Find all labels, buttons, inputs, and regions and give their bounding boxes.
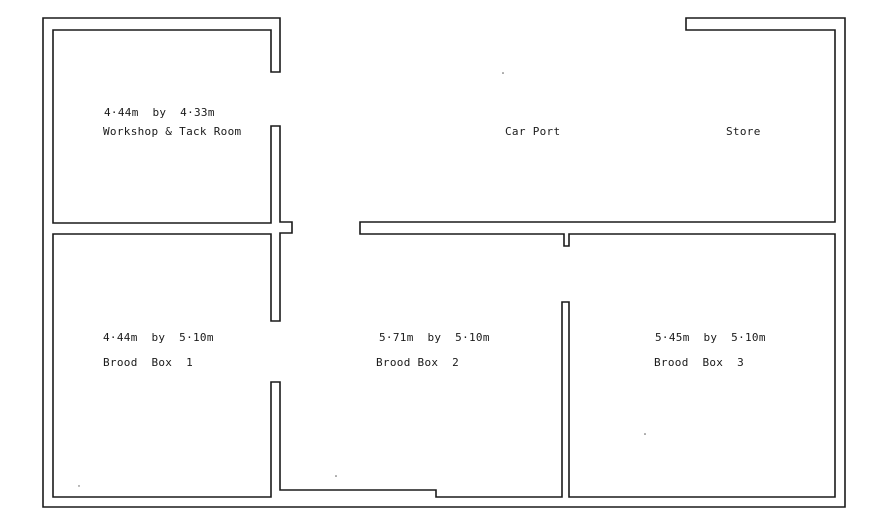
brood-box-1-name: Brood Box 1 bbox=[103, 356, 193, 369]
car-port-name: Car Port bbox=[505, 125, 561, 138]
workshop-name: Workshop & Tack Room bbox=[103, 125, 242, 138]
brood-box-2-name: Brood Box 2 bbox=[376, 356, 460, 369]
brood-box-3-dimensions: 5·45m by 5·10m bbox=[655, 331, 766, 344]
speck bbox=[644, 433, 646, 435]
brood-box-1-dimensions: 4·44m by 5·10m bbox=[103, 331, 214, 344]
brood-box-2-dimensions: 5·71m by 5·10m bbox=[379, 331, 490, 344]
speck bbox=[502, 72, 504, 74]
speck bbox=[335, 475, 337, 477]
store-name: Store bbox=[726, 125, 761, 138]
brood-box-3-name: Brood Box 3 bbox=[654, 356, 744, 369]
speck bbox=[78, 485, 80, 487]
outer-wall bbox=[42, 17, 846, 508]
workshop-dimensions: 4·44m by 4·33m bbox=[104, 106, 215, 119]
